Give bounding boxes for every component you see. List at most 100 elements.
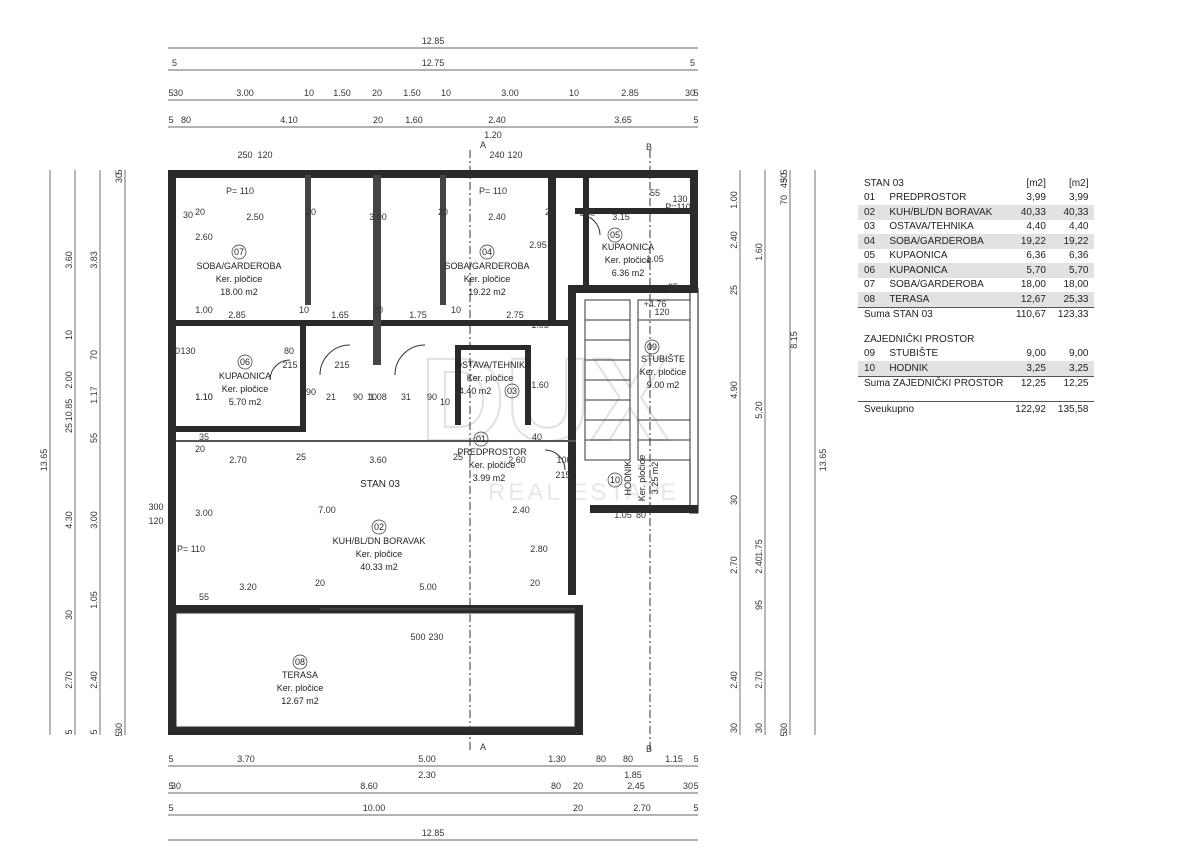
room-03: OSTAVA/TEHNIKA Ker. pločice 4.40 m2 03 xyxy=(455,360,531,399)
dim-text: 3.60 xyxy=(369,455,387,465)
svg-text:06: 06 xyxy=(240,357,250,367)
watermark-sub: REAL ESTATE xyxy=(488,479,679,506)
dim-text: 3.00 xyxy=(236,88,254,98)
dim-text: 35 xyxy=(199,432,209,442)
dim-top-5b: 5 xyxy=(690,58,695,68)
dim-text: 20 xyxy=(373,305,383,315)
dim-text: 25 xyxy=(668,282,678,292)
dim-right-outer: 13.65 xyxy=(818,449,828,472)
dim-text: 1.60 xyxy=(754,243,764,261)
dim-text: 20 xyxy=(195,207,205,217)
dim-text: 120 xyxy=(654,307,669,317)
dim-bottom-185: 1.85 xyxy=(624,770,642,780)
dim-text: 3.65 xyxy=(614,115,632,125)
dim-text: 2.70 xyxy=(229,455,247,465)
dim-text: 5 xyxy=(168,115,173,125)
table-header: STAN 03 [m2] [m2] xyxy=(858,176,1094,191)
dim-text: 230 xyxy=(428,632,443,642)
svg-text:04: 04 xyxy=(482,247,492,257)
dim-text: 2.70 xyxy=(633,803,651,813)
dim-text: 1.50 xyxy=(403,88,421,98)
room-09-name: STUBIŠTE xyxy=(641,354,685,364)
dim-text: 3.83 xyxy=(89,251,99,269)
room-07: 07 SOBA/GARDEROBA Ker. pločice 18.00 m2 xyxy=(196,244,282,297)
dim-text: 30 xyxy=(64,610,74,620)
sum-stan-row: Suma STAN 03 110,67 123,33 xyxy=(858,306,1095,322)
dim-text: 2.70 xyxy=(729,556,739,574)
room-03-name: OSTAVA/TEHNIKA xyxy=(455,360,531,370)
dim-text: 130 xyxy=(180,346,195,356)
room-08-area: 12.67 m2 xyxy=(281,696,319,706)
dim-text: 5 xyxy=(168,781,173,791)
dim-text: 1.10 xyxy=(195,392,213,402)
dim-text: 215 xyxy=(282,360,297,370)
dim-text: 20 xyxy=(373,115,383,125)
dim-text: 55 xyxy=(89,433,99,443)
dim-text: 500 xyxy=(410,632,425,642)
room-05: 05 KUPAONICA Ker. pločice 6.36 m2 xyxy=(602,227,654,278)
room-04: 04 SOBA/GARDEROBA Ker. pločice 19.22 m2 xyxy=(444,244,530,297)
dim-text: 5 xyxy=(168,88,173,98)
svg-text:05: 05 xyxy=(610,230,620,240)
dim-text: 1.05 xyxy=(531,320,549,330)
section-marker: B xyxy=(646,744,652,754)
dim-text: 10 xyxy=(451,305,461,315)
room-04-floor: Ker. pločice xyxy=(464,274,511,284)
dim-text: 1.17 xyxy=(89,386,99,404)
dim-text: 1.75 xyxy=(754,539,764,557)
dim-text: 1.60 xyxy=(531,380,549,390)
dim-text: 90 xyxy=(353,392,363,402)
dim-text: 3.00 xyxy=(195,508,213,518)
dim-text: 30 xyxy=(729,723,739,733)
dim-text: 90 xyxy=(306,387,316,397)
dim-text: 215 xyxy=(334,360,349,370)
dim-text: 2.40 xyxy=(89,671,99,689)
dim-text: 2.40 xyxy=(754,556,764,574)
room-10-area: 3.25 m2 xyxy=(650,462,660,495)
dim-text: 80 xyxy=(623,754,633,764)
dim-text: 30 xyxy=(171,781,181,791)
dim-text: 5 xyxy=(168,803,173,813)
dim-text: 20 xyxy=(573,781,583,791)
dim-text: 5 xyxy=(168,754,173,764)
room-09-floor: Ker. pločice xyxy=(640,367,687,377)
staircase xyxy=(584,299,691,461)
dim-text: 4.30 xyxy=(64,511,74,529)
room-05-area: 6.36 m2 xyxy=(612,268,645,278)
dim-text: 5 xyxy=(114,169,124,174)
dim-text: 10 xyxy=(64,330,74,340)
room-04-name: SOBA/GARDEROBA xyxy=(444,261,529,271)
dim-text: 120 xyxy=(507,150,522,160)
dim-text: 40 xyxy=(532,432,542,442)
dim-text: 30 xyxy=(114,723,124,733)
dim-text: 3.00 xyxy=(369,212,387,222)
dim-text: 5 xyxy=(779,169,789,174)
dim-text: 1.15 xyxy=(665,754,683,764)
section-marker: B xyxy=(646,142,652,152)
unit-2: [m2] xyxy=(1069,177,1089,189)
sum-shared-row: Suma ZAJEDNIČKI PROSTOR 12,25 12,25 xyxy=(858,375,1095,391)
dim-text: 95 xyxy=(754,600,764,610)
shared-title-row: ZAJEDNIČKI PROSTOR xyxy=(864,333,975,345)
dim-text: 10 xyxy=(569,88,579,98)
dim-text: 25 xyxy=(296,452,306,462)
dim-text: 55 xyxy=(650,188,660,198)
dim-text: 30 xyxy=(754,723,764,733)
dim-text: 80 xyxy=(596,754,606,764)
dim-text: 55 xyxy=(199,592,209,602)
dim-text: 30 xyxy=(183,210,193,220)
dim-text: 3.00 xyxy=(89,511,99,529)
dim-text: 70 xyxy=(89,350,99,360)
room-03-floor: Ker. pločice xyxy=(467,373,514,383)
dim-text: 21 xyxy=(326,392,336,402)
